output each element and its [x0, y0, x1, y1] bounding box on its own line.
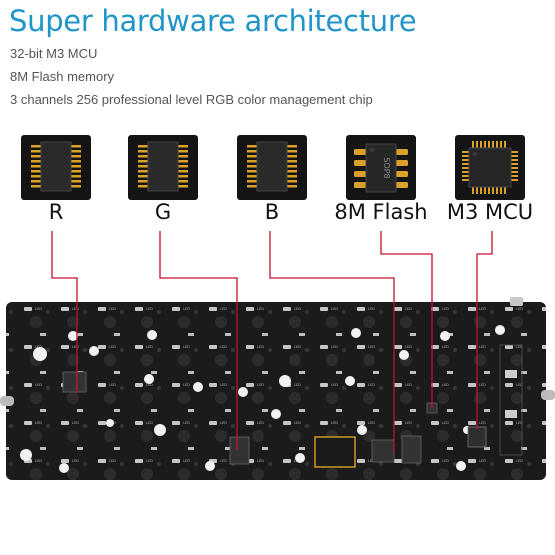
chip-g-tile: [128, 135, 198, 200]
sop-chip-icon: [31, 141, 81, 192]
chip-r-tile: [21, 135, 91, 200]
chip-b-tile: [237, 135, 307, 200]
switch-holes: [20, 325, 505, 473]
chip-label-mcu: M3 MCU: [446, 200, 534, 224]
spec-line-flash: 8M Flash memory: [10, 69, 115, 84]
pcb-surface: [6, 302, 546, 480]
sop-chip-icon: [247, 141, 297, 192]
chip-flash-tile: SOP8: [346, 135, 416, 200]
chip-marking: SOP8: [382, 157, 391, 178]
usb-connector: [510, 297, 523, 306]
page-title: Super hardware architecture: [9, 4, 417, 38]
spec-line-rgb: 3 channels 256 professional level RGB co…: [10, 92, 373, 107]
chip-label-flash: 8M Flash: [334, 200, 428, 224]
chip-label-r: R: [48, 200, 64, 224]
spec-line-mcu: 32-bit M3 MCU: [10, 46, 98, 61]
qfp-mcu-icon: [462, 141, 518, 194]
board-mount-right: [541, 390, 555, 400]
leader-lines: [51, 231, 493, 452]
board-ics: [62, 297, 523, 468]
chip-label-g: G: [154, 200, 172, 224]
chip-mcu-tile: [455, 135, 525, 200]
board-mount-left: [0, 396, 14, 406]
chip-label-b: B: [264, 200, 280, 224]
flash-chip-icon: SOP8: [354, 143, 408, 193]
sop-chip-icon: [138, 141, 188, 192]
